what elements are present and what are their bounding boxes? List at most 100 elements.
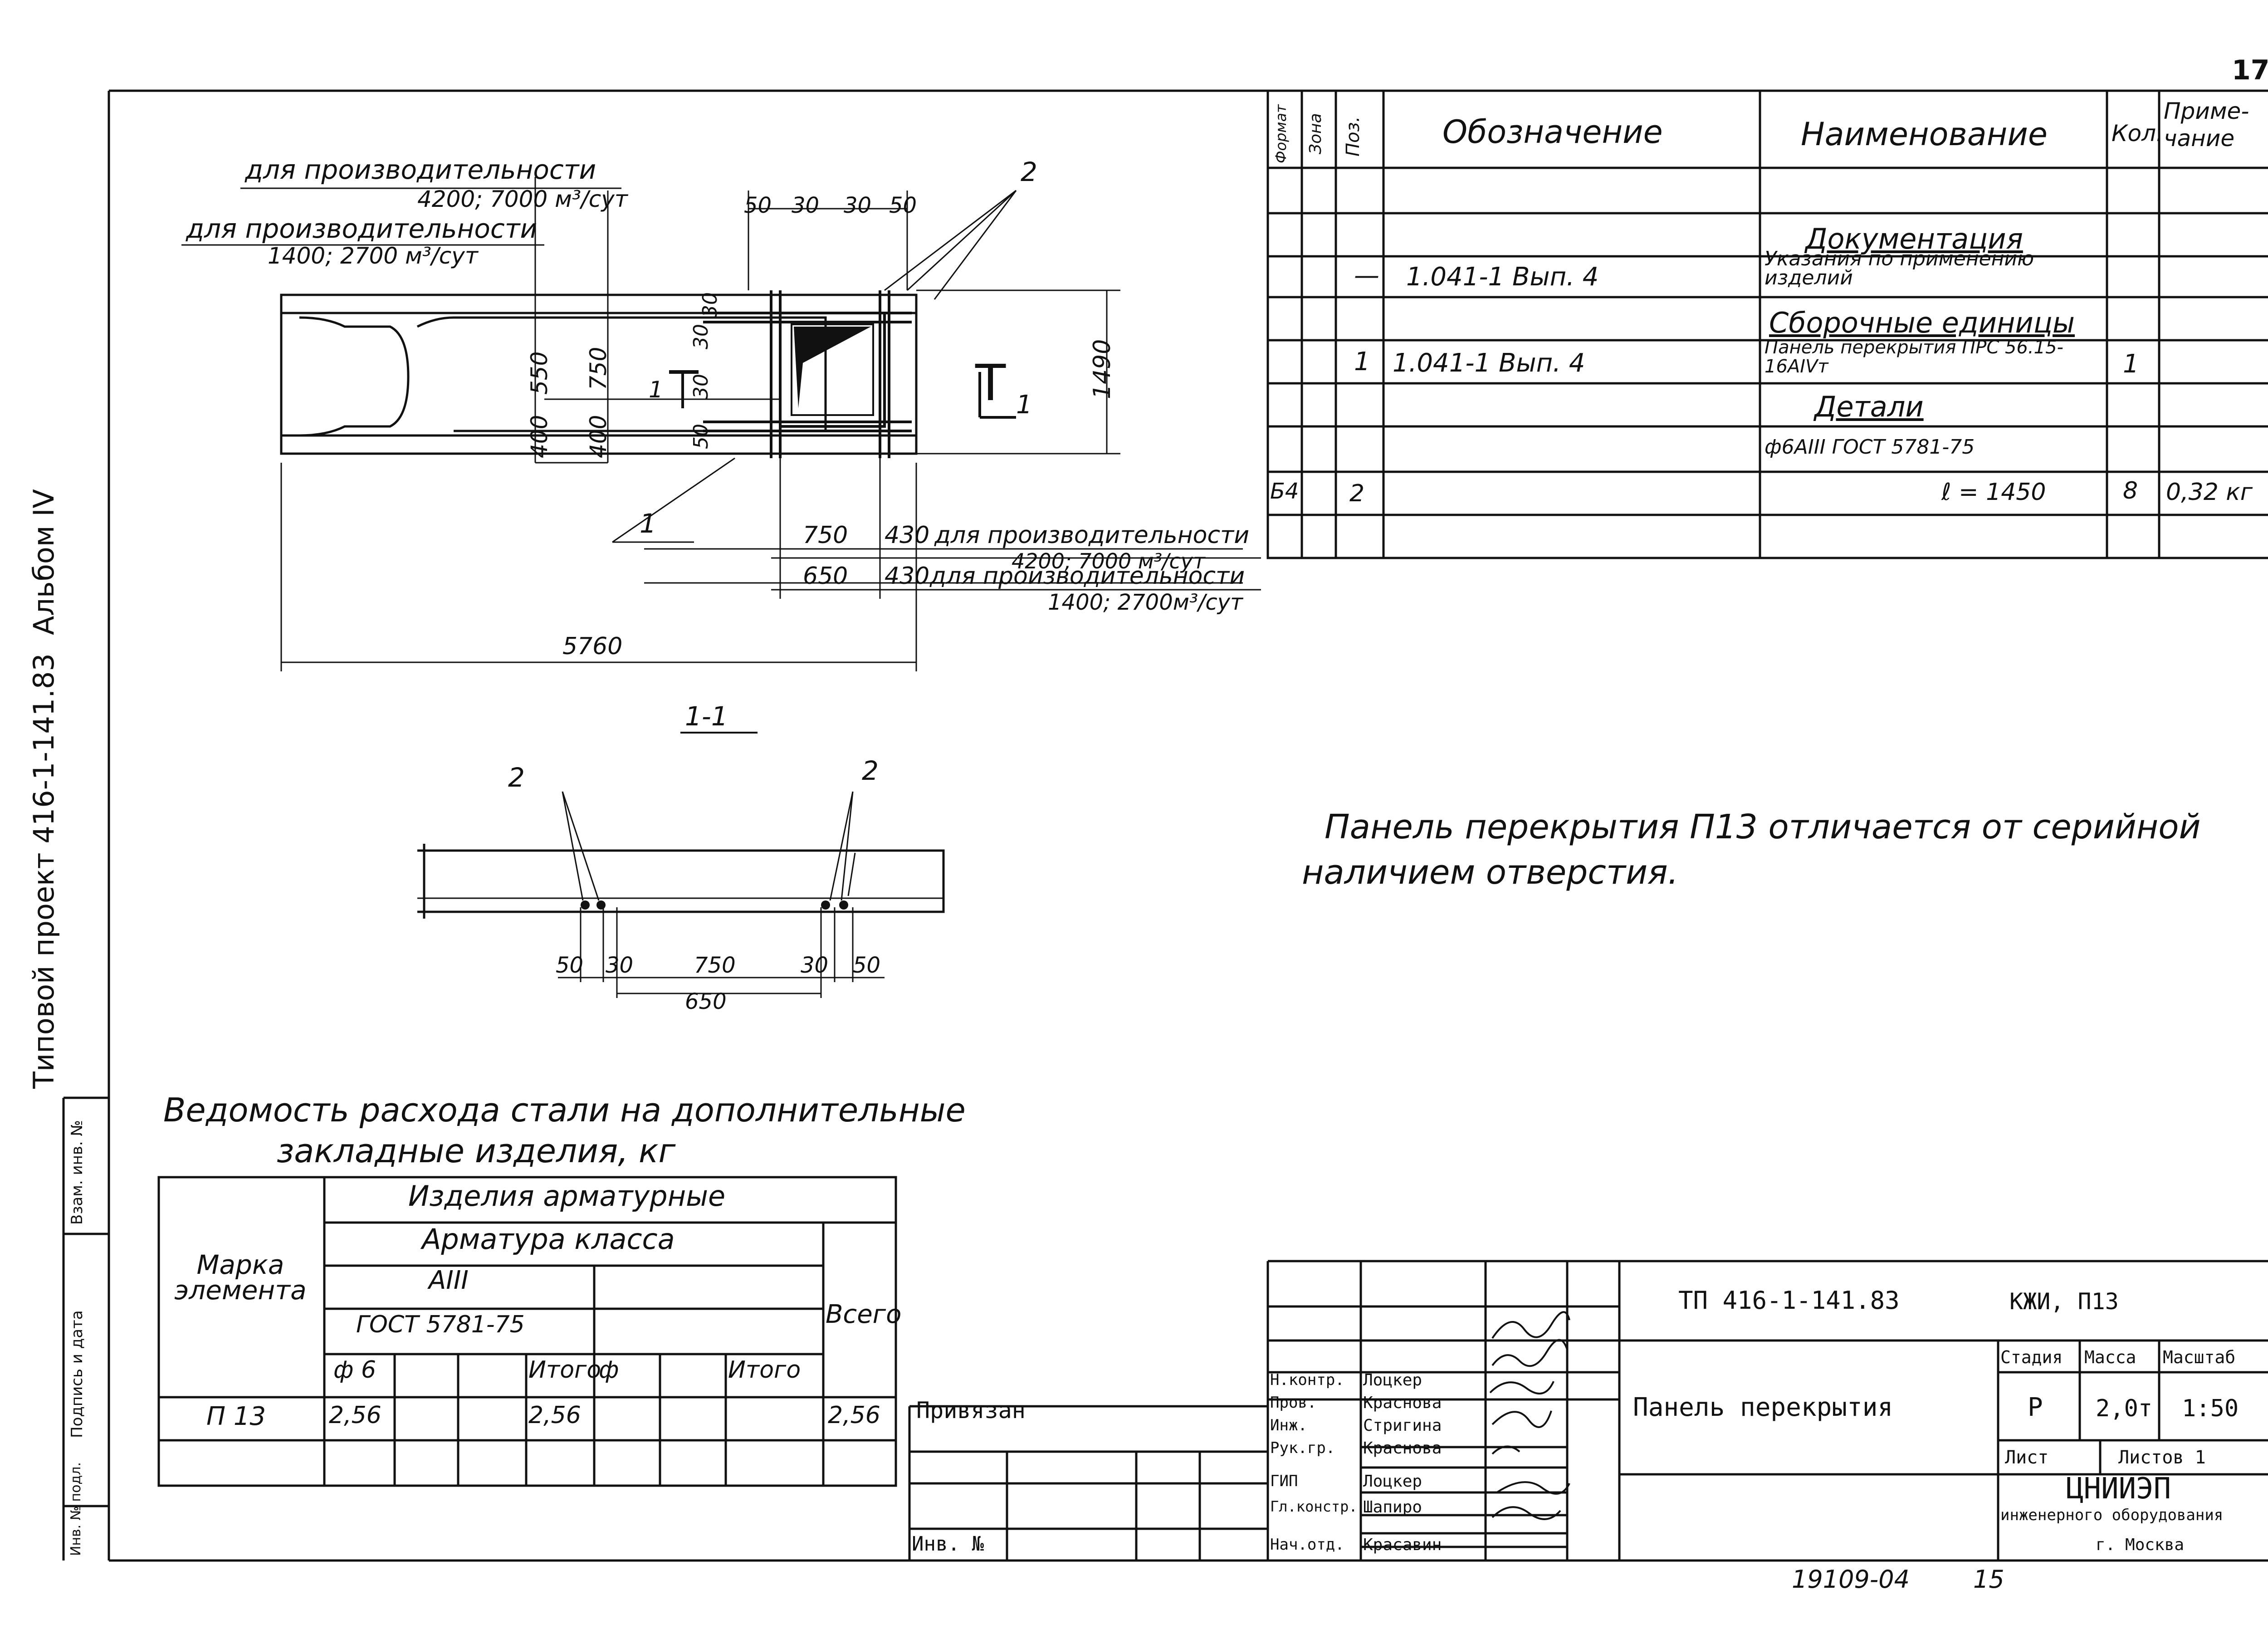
footer-code: 19109-04 bbox=[1792, 1565, 1910, 1594]
spec-header-format: Формат bbox=[1272, 104, 1290, 163]
dim-top-30a: 30 bbox=[792, 193, 820, 218]
tb-name-3: Краснова bbox=[1363, 1439, 1442, 1458]
dim-430b: 430 bbox=[885, 563, 930, 590]
dim-750: 750 bbox=[803, 522, 848, 549]
side-cell-signature: Подпись и дата bbox=[68, 1310, 86, 1438]
tb-doc-suffix: КЖИ, П13 bbox=[2009, 1288, 2119, 1315]
dim-top-50b: 50 bbox=[889, 193, 917, 218]
tb-role-0: Н.контр. bbox=[1270, 1371, 1344, 1389]
dim-left-750: 750 bbox=[585, 347, 611, 390]
spec-row6-format: Б4 bbox=[1270, 479, 1299, 504]
tb-title: Панель перекрытия bbox=[1633, 1393, 1893, 1422]
note-right1b: 4200; 7000 м³/сут bbox=[1012, 549, 1205, 573]
spec-row1-name: Указания по применению изделий bbox=[1765, 247, 2034, 289]
opening-hatch bbox=[794, 327, 871, 408]
note-right2b: 1400; 2700м³/сут bbox=[1048, 590, 1243, 615]
spec-row5-name: ф6АIII ГОСТ 5781-75 bbox=[1765, 435, 1975, 459]
steel-group: Изделия арматурные bbox=[408, 1179, 726, 1213]
callout-1-plan: 1 bbox=[640, 508, 656, 539]
spec-row6-note: 0,32 кг bbox=[2166, 479, 2253, 506]
note-line-2: наличием отверстия. bbox=[1302, 853, 1679, 892]
steel-sub-phi: ф bbox=[599, 1356, 619, 1384]
tb-name-4: Лоцкер bbox=[1363, 1472, 1422, 1491]
tb-role-2: Инж. bbox=[1270, 1416, 1307, 1434]
side-cell-inventory: Инв. № подл. bbox=[68, 1462, 84, 1556]
spec-row3-designation: 1.041-1 Вып. 4 bbox=[1393, 348, 1585, 378]
dim-mid-50: 50 bbox=[689, 424, 713, 449]
spec-row6-pos: 2 bbox=[1349, 480, 1365, 507]
spec-row-docs-name: Документация bbox=[1805, 222, 2023, 255]
callout-2-plan: 2 bbox=[1021, 157, 1037, 187]
dim-mid-30c: 30 bbox=[699, 292, 722, 318]
note-right1a: для производительности bbox=[934, 522, 1250, 549]
footer-num: 15 bbox=[1973, 1565, 2004, 1594]
dim-mid-30b: 30 bbox=[689, 374, 713, 399]
dim-left-400b: 400 bbox=[585, 415, 611, 458]
spec-header-note: Приме-чание bbox=[2164, 98, 2249, 152]
dim-note-top2b: 1400; 2700 м³/сут bbox=[268, 243, 478, 269]
steel-sub-total1: Итого bbox=[528, 1356, 601, 1384]
spec-row-details-name: Детали bbox=[1814, 390, 1924, 423]
spec-row3-qty: 1 bbox=[2123, 349, 2139, 379]
view-mark-t: Т bbox=[975, 354, 1006, 412]
section-dim-30a: 30 bbox=[606, 953, 634, 978]
album-label: Альбом IV bbox=[27, 489, 60, 635]
spec-header-name: Наименование bbox=[1801, 116, 2048, 153]
tb-mass: 2,0т bbox=[2096, 1395, 2153, 1422]
section-dim-30b: 30 bbox=[801, 953, 829, 978]
tb-stage-label: Стадия bbox=[2000, 1347, 2063, 1367]
tb-privyazan: Привязан bbox=[916, 1397, 1026, 1424]
spec-row3-pos: 1 bbox=[1354, 347, 1370, 377]
dim-top-50a: 50 bbox=[744, 193, 772, 218]
steel-row-mark: П 13 bbox=[206, 1402, 266, 1431]
dim-430a: 430 bbox=[885, 522, 930, 549]
tb-role-4: ГИП bbox=[1270, 1472, 1298, 1490]
note-line-1: Панель перекрытия П13 отличается от сери… bbox=[1325, 807, 2201, 846]
tb-name-1: Краснова bbox=[1363, 1394, 1442, 1412]
steel-subgroup: Арматура класса bbox=[422, 1223, 675, 1256]
tb-org3: г. Москва bbox=[2096, 1536, 2185, 1554]
steel-title-line-1: Ведомость расхода стали на дополнительны… bbox=[163, 1091, 966, 1129]
dim-mid-30a: 30 bbox=[689, 324, 713, 349]
dim-note-top1a: для производительности bbox=[245, 154, 596, 185]
spec-row1-designation: 1.041-1 Вып. 4 bbox=[1406, 262, 1599, 292]
steel-total-col: Всего bbox=[826, 1300, 902, 1329]
dim-650: 650 bbox=[803, 563, 848, 590]
section-dim-50a: 50 bbox=[556, 953, 584, 978]
spec-header-designation: Обозначение bbox=[1442, 113, 1663, 151]
tb-inv-no: Инв. № bbox=[912, 1532, 984, 1556]
spec-header-zone: Зона bbox=[1306, 113, 1325, 154]
note-right2a: для производительности bbox=[930, 563, 1245, 590]
section-callout-left: 2 bbox=[508, 762, 525, 793]
tb-scale: 1:50 bbox=[2182, 1395, 2239, 1422]
tb-name-5: Шапиро bbox=[1363, 1498, 1422, 1517]
dim-left-400a: 400 bbox=[526, 415, 552, 458]
dim-height-1490: 1490 bbox=[1089, 339, 1116, 399]
tb-org1: ЦНИИЭП bbox=[2066, 1472, 2171, 1506]
tb-mass-label: Масса bbox=[2084, 1347, 2136, 1367]
dim-left-550: 550 bbox=[526, 351, 552, 395]
spec-header-pos: Поз. bbox=[1343, 116, 1364, 157]
steel-row-total1: 2,56 bbox=[528, 1402, 581, 1429]
steel-col-mark: Марка элемента bbox=[174, 1249, 307, 1306]
tb-stage: Р bbox=[2028, 1393, 2043, 1422]
side-cell-replace: Взам. инв. № bbox=[68, 1120, 86, 1225]
tb-sheets-label: Листов 1 bbox=[2118, 1447, 2206, 1468]
tb-role-6: Нач.отд. bbox=[1270, 1536, 1344, 1554]
steel-sub-total2: Итого bbox=[728, 1356, 801, 1384]
dim-length-5760: 5760 bbox=[562, 633, 623, 660]
tb-sheet-label: Лист bbox=[2005, 1447, 2049, 1468]
tb-org2: инженерного оборудования bbox=[2000, 1506, 2224, 1524]
tb-role-3: Рук.гр. bbox=[1270, 1439, 1335, 1457]
steel-title-line-2: закладные изделия, кг bbox=[277, 1132, 676, 1170]
view-mark-sub: 1 bbox=[1016, 390, 1032, 420]
steel-row-total: 2,56 bbox=[828, 1402, 880, 1429]
tb-name-6: Красавин bbox=[1363, 1536, 1442, 1554]
tb-role-5: Гл.констр. bbox=[1270, 1498, 1358, 1515]
page-number: 17 bbox=[2232, 54, 2268, 86]
project-label: Типовой проект 416-1-141.83 bbox=[27, 653, 60, 1089]
spec-row3-name: Панель перекрытия ПРС 56.15-16АIVт bbox=[1765, 337, 2063, 377]
dim-note-top2a: для производительности bbox=[186, 213, 538, 244]
section-dim-750: 750 bbox=[694, 953, 736, 978]
